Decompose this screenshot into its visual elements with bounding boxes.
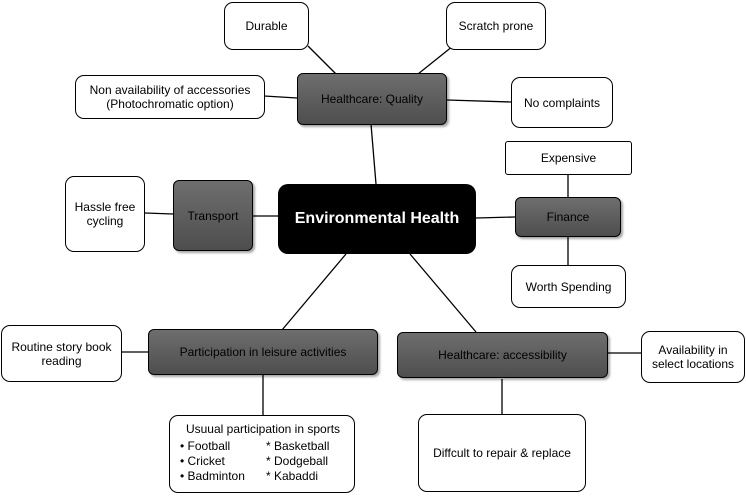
scratch-prone-node: Scratch prone — [446, 2, 546, 50]
story-reading-node: Routine story book reading — [1, 325, 122, 382]
hassle-free-node: Hassle free cycling — [65, 176, 145, 252]
repair-node: Diffcult to repair & replace — [418, 414, 586, 492]
leisure-node: Participation in leisure activities — [148, 329, 378, 375]
sport-item: * Dodgeball — [266, 454, 329, 468]
sport-item: • Cricket — [180, 454, 225, 468]
finance-node: Finance — [515, 197, 621, 237]
sport-item: • Football — [180, 439, 231, 453]
sports-list: • Football * Basketball • Cricket * Dodg… — [180, 439, 366, 483]
sport-item: * Basketball — [266, 439, 330, 453]
accessories-line1: Non availability of accessories — [89, 83, 251, 97]
quality-node: Healthcare: Quality — [297, 73, 447, 125]
center-node: Environmental Health — [278, 184, 476, 254]
no-complaints-node: No complaints — [511, 77, 613, 128]
accessibility-node: Healthcare: accessibility — [397, 332, 608, 378]
hassle-line1: Hassle free — [74, 200, 136, 214]
worth-spending-node: Worth Spending — [511, 265, 626, 308]
hassle-line2: cycling — [86, 214, 124, 228]
availability-node: Availability in select locations — [641, 331, 745, 383]
accessories-line2: (Photochromatic option) — [106, 97, 234, 111]
sports-title: Usuual participation in sports — [185, 422, 341, 436]
sports-node: Usuual participation in sports • Footbal… — [169, 415, 355, 493]
avail-line2: select locations — [651, 357, 735, 371]
expensive-node: Expensive — [505, 141, 632, 175]
sport-item: * Kabaddi — [266, 469, 319, 483]
story-line2: reading — [41, 353, 82, 368]
story-line1: Routine story book — [11, 339, 112, 354]
transport-node: Transport — [173, 180, 253, 251]
sport-item: • Badminton — [180, 469, 245, 483]
durable-node: Durable — [224, 2, 309, 50]
avail-line1: Availability in — [658, 343, 728, 357]
accessories-node: Non availability of accessories (Photoch… — [75, 75, 265, 119]
